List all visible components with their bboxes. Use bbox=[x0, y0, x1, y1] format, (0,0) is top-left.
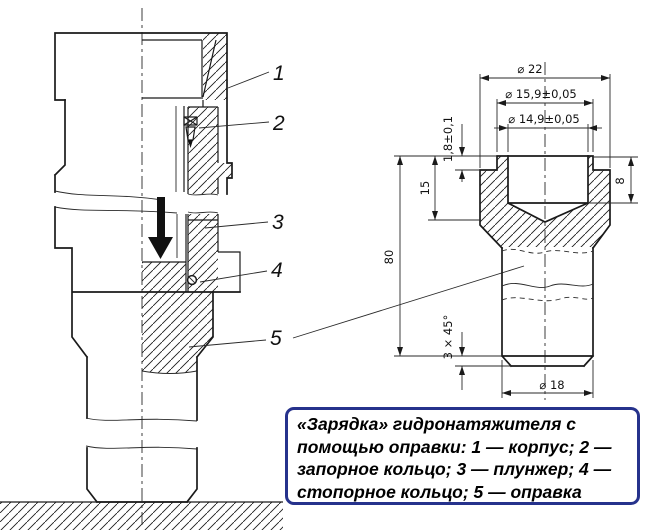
dim-length: 80 bbox=[382, 250, 396, 265]
leader-line-3 bbox=[204, 221, 269, 229]
dim-bore-depth: 8 bbox=[613, 177, 627, 184]
dim-shank-diameter: ⌀ 18 bbox=[539, 378, 564, 392]
caption-box: «Зарядка» гидронатяжителя с помощью опра… bbox=[285, 407, 640, 505]
part-label-4: 4 bbox=[271, 259, 283, 282]
stop-ring bbox=[186, 274, 198, 286]
leader-line-2 bbox=[198, 121, 270, 129]
dimensions: ⌀ 22 ⌀ 15,9±0,05 ⌀ 14,9±0,05 1,8±0,1 15 … bbox=[382, 62, 638, 398]
part-label-1: 1 bbox=[273, 62, 285, 85]
lower-assembly-outline bbox=[54, 206, 241, 504]
dim-bore-diameter: ⌀ 14,9±0,05 bbox=[508, 112, 579, 126]
dim-chamfer: 3 × 45° bbox=[441, 315, 455, 360]
down-arrow-icon bbox=[148, 197, 173, 259]
dim-collar-diameter: ⌀ 15,9±0,05 bbox=[505, 87, 576, 101]
mandrel-outline bbox=[479, 155, 611, 368]
part-callouts: 1 2 3 4 5 bbox=[188, 62, 525, 350]
plunger-tube bbox=[175, 106, 187, 262]
dim-outer-diameter: ⌀ 22 bbox=[517, 62, 542, 76]
check-valve-ring bbox=[183, 116, 198, 148]
dim-collar-height: 1,8±0,1 bbox=[441, 116, 455, 162]
part-label-3: 3 bbox=[272, 211, 284, 234]
leader-line-5 bbox=[188, 339, 267, 348]
leader-line-5-to-detail bbox=[292, 265, 525, 339]
dim-head-height: 15 bbox=[418, 181, 432, 196]
part-label-5: 5 bbox=[270, 327, 282, 350]
part-label-2: 2 bbox=[272, 112, 285, 135]
body-outline bbox=[53, 32, 233, 195]
section-hatching bbox=[142, 33, 232, 374]
left-assembly-figure: 1 2 3 4 5 bbox=[0, 8, 525, 530]
caption-text: «Зарядка» гидронатяжителя с помощью опра… bbox=[297, 414, 612, 502]
break-lines bbox=[54, 190, 219, 214]
ground-surface bbox=[0, 501, 283, 530]
leader-line-1 bbox=[227, 71, 270, 89]
leader-line-4 bbox=[199, 270, 268, 283]
right-mandrel-figure: ⌀ 22 ⌀ 15,9±0,05 ⌀ 14,9±0,05 1,8±0,1 15 … bbox=[382, 62, 638, 400]
mandrel-head-hatching bbox=[480, 156, 610, 247]
